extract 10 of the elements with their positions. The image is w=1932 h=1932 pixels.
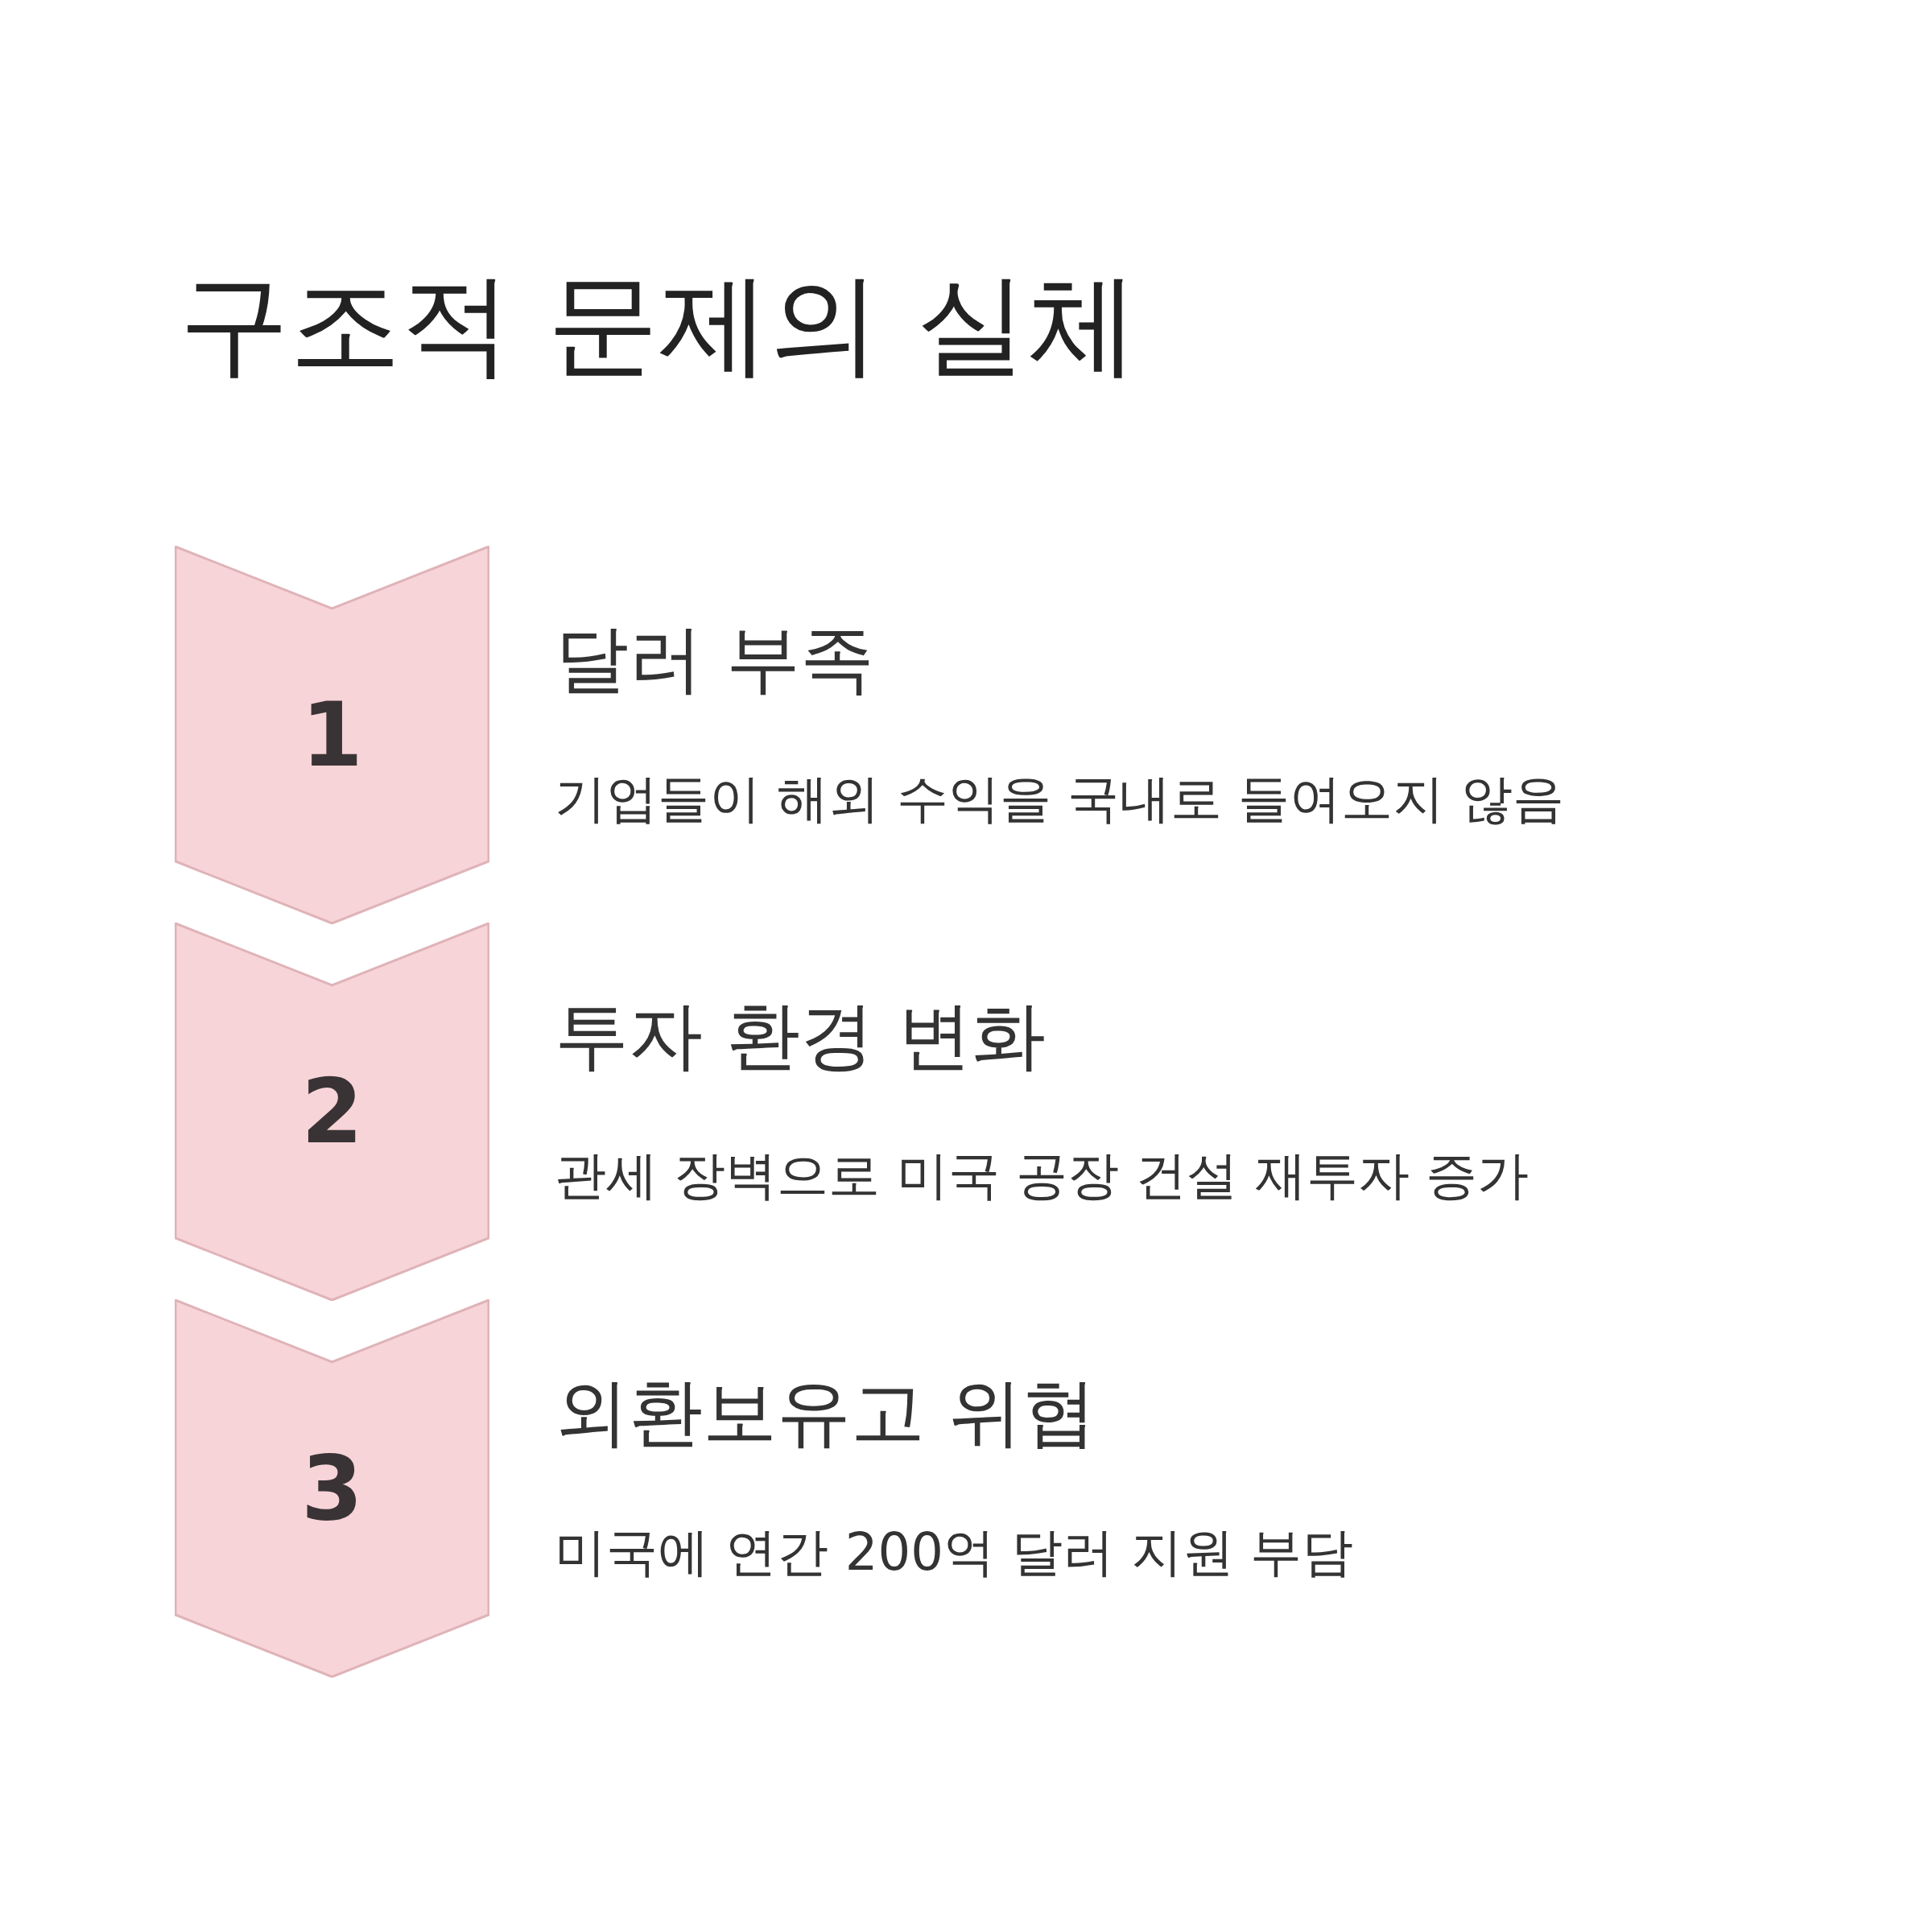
step-description: 기업들이 해외 수익을 국내로 들여오지 않음 — [555, 768, 1564, 830]
step-heading: 외환보유고 위협 — [555, 1368, 1097, 1457]
step-number: 2 — [300, 1067, 364, 1156]
step-number: 1 — [300, 691, 364, 779]
title: 구조적 문제의 실체 — [179, 258, 1138, 390]
step-heading: 달러 부족 — [555, 615, 875, 704]
step-heading: 투자 환경 변화 — [555, 992, 1046, 1080]
step-description: 관세 장벽으로 미국 공장 건설 재투자 증가 — [555, 1145, 1530, 1207]
step-description: 미국에 연간 200억 달러 지원 부담 — [555, 1521, 1353, 1583]
step-number: 3 — [300, 1444, 364, 1533]
